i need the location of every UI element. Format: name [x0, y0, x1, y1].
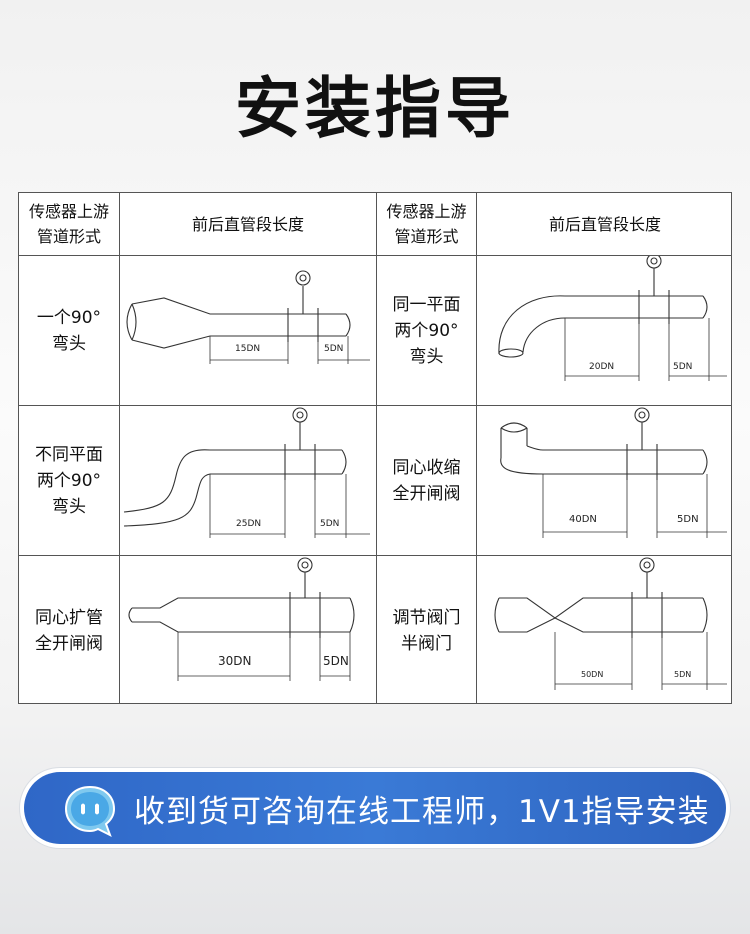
dimension-lines [209, 336, 370, 364]
row-label-reducer-gate-valve: 同心收缩 全开闸阀 [392, 457, 461, 504]
banner-body: 收到货可咨询在线工程师，1V1指导安装 [24, 772, 726, 844]
header-pipe-type: 传感器上游 管道形式 [386, 202, 467, 246]
upstream-length-label: 40DN [569, 514, 597, 525]
row-label-two-elbows-diff-plane: 不同平面 两个90° 弯头 [35, 444, 103, 517]
pipe [498, 295, 708, 358]
grid-line [19, 555, 731, 556]
downstream-length-label: 5DN [320, 519, 340, 529]
installation-table: 传感器上游 管道形式 前后直管段长度 传感器上游 管道形式 前后直管段长度 一个… [18, 192, 732, 704]
row-label-two-elbows-same-plane: 同一平面 两个90° 弯头 [392, 294, 461, 367]
pipe [128, 597, 355, 633]
sensor-flanges [631, 557, 663, 638]
downstream-length-label: 5DN [323, 654, 349, 668]
header-straight-length: 前后直管段长度 [191, 214, 304, 234]
dimension-lines [209, 474, 370, 538]
sensor-flanges [289, 557, 321, 638]
banner-text: 收到货可咨询在线工程师，1V1指导安装 [134, 794, 710, 830]
page-title: 安装指导 [235, 70, 515, 147]
header-straight-length: 前后直管段长度 [548, 214, 661, 234]
pipe [126, 297, 351, 349]
sensor-flanges [287, 270, 319, 342]
upstream-length-label: 30DN [218, 654, 252, 668]
diagram-expander-gate-valve: 30DN 5DN [120, 556, 376, 705]
sensor-flanges [626, 407, 658, 480]
sensor-flanges [284, 407, 316, 480]
consult-banner[interactable]: 收到货可咨询在线工程师，1V1指导安装 [20, 768, 730, 848]
diagram-single-elbow: 15DN 5DN [120, 256, 376, 405]
upstream-length-label: 15DN [235, 344, 261, 354]
grid-line [19, 255, 731, 256]
diagram-two-elbows-diff-plane: 25DN 5DN [120, 406, 376, 555]
dimension-lines [542, 474, 727, 538]
diagram-reducer-gate-valve: 40DN 5DN [477, 406, 733, 555]
pipe [500, 422, 708, 475]
diagram-two-elbows-same-plane: 20DN 5DN [477, 256, 733, 405]
pipe [494, 597, 708, 633]
dimension-lines [177, 632, 351, 681]
upstream-length-label: 20DN [589, 362, 615, 372]
downstream-length-label: 5DN [677, 514, 699, 525]
downstream-length-label: 5DN [673, 362, 693, 372]
row-label-expander-gate-valve: 同心扩管 全开闸阀 [35, 607, 103, 654]
upstream-length-label: 50DN [581, 670, 604, 679]
header-pipe-type: 传感器上游 管道形式 [28, 202, 109, 246]
pipe [123, 449, 347, 527]
sensor-flanges [638, 256, 670, 324]
downstream-length-label: 5DN [324, 344, 344, 354]
grid-line [19, 405, 731, 406]
dimension-lines [554, 632, 727, 690]
upstream-length-label: 25DN [236, 519, 262, 529]
grid-line [476, 193, 477, 703]
diagram-control-valve: 50DN 5DN [477, 556, 733, 705]
row-label-single-elbow: 一个90° 弯头 [36, 307, 102, 354]
downstream-length-label: 5DN [674, 670, 692, 679]
dimension-lines [564, 318, 727, 381]
chat-bubble-icon [62, 783, 118, 839]
grid-line [376, 193, 377, 703]
grid-line [119, 193, 120, 703]
row-label-control-valve: 调节阀门 半阀门 [392, 607, 461, 654]
